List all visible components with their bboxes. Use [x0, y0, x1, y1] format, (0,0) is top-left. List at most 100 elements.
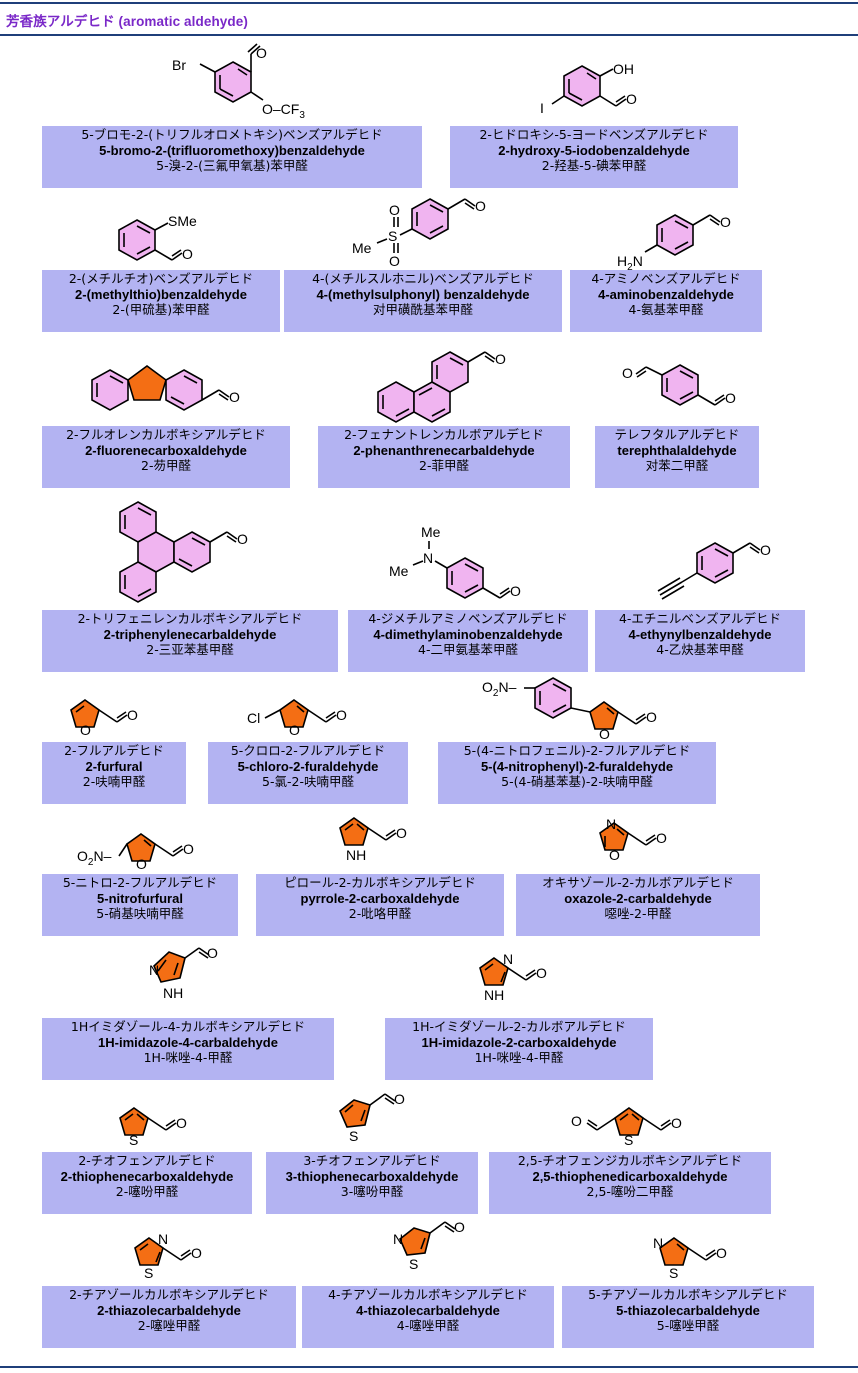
- compound-label: 2-フェナントレンカルボアルデヒド 2-phenanthrenecarbalde…: [318, 426, 570, 488]
- structure-terephthalaldehyde: O O: [622, 364, 736, 406]
- compound-label: オキサゾール-2-カルボアルデヒド oxazole-2-carbaldehyde…: [516, 874, 760, 936]
- structure-thiophene-2-carboxaldehyde: S O: [119, 1107, 187, 1148]
- atom-Cl: Cl: [247, 710, 260, 726]
- thiophene-ring: [119, 1107, 149, 1136]
- five-ring: [127, 365, 167, 401]
- structure-thiazole-4-carbaldehyde: O N S: [393, 1219, 465, 1272]
- compound-label: 1H-イミダゾール-2-カルボアルデヒド 1H-imidazole-2-carb…: [385, 1018, 653, 1080]
- structure-ethynylbenzaldehyde: O: [657, 542, 771, 600]
- atom-O: O: [571, 1113, 582, 1129]
- compound-label: 2-(メチルチオ)ベンズアルデヒド 2-(methylthio)benzalde…: [42, 270, 280, 332]
- atom-N: N: [606, 816, 616, 832]
- structure-bromo-trifluoromethoxy-benzaldehyde: O Br O–CF3: [172, 43, 305, 121]
- compound-label: 2-フルアルデヒド 2-furfural 2-呋喃甲醛: [42, 742, 186, 804]
- structure-chloro-furaldehyde: Cl O O: [247, 699, 347, 738]
- atom-NO2: O2N–: [77, 848, 112, 868]
- atom-N: N: [423, 550, 433, 566]
- compound-label: 4-アミノベンズアルデヒド 4-aminobenzaldehyde 4-氨基苯甲…: [570, 270, 762, 332]
- atom-O: O: [256, 45, 267, 61]
- atom-O: O: [191, 1245, 202, 1261]
- imidazole-ring: [479, 957, 509, 986]
- atom-S: S: [349, 1128, 358, 1144]
- atom-O: O: [622, 365, 633, 381]
- structure-thiazole-5-carbaldehyde: N S O: [653, 1235, 727, 1281]
- structure-nitrophenyl-furaldehyde: O2N– O O: [482, 677, 657, 742]
- atom-SMe: SMe: [168, 213, 197, 229]
- structure-nitrofurfural: O2N– O O: [77, 833, 194, 872]
- compound-label: 5-ニトロ-2-フルアルデヒド 5-nitrofurfural 5-硝基呋喃甲醛: [42, 874, 238, 936]
- atom-O: O: [609, 847, 620, 863]
- atom-O: O: [510, 583, 521, 599]
- structure-thiophene-3-carboxaldehyde: O S: [339, 1091, 405, 1144]
- structure-furfural: O O: [70, 699, 138, 738]
- atom-O: O: [536, 965, 547, 981]
- compound-label: テレフタルアルデヒド terephthalaldehyde 对苯二甲醛: [595, 426, 759, 488]
- compound-label: 2-チアゾールカルボキシアルデヒド 2-thiazolecarbaldehyde…: [42, 1286, 296, 1348]
- structure-thiophene-dicarboxaldehyde: O S O: [571, 1107, 682, 1148]
- atom-S: S: [144, 1265, 153, 1281]
- atom-NH: NH: [346, 847, 366, 863]
- structure-aminobenzaldehyde: O H2N: [617, 214, 731, 273]
- furan-ring: [279, 699, 309, 728]
- compound-label: 2,5-チオフェンジカルボキシアルデヒド 2,5-thiophenedicarb…: [489, 1152, 771, 1214]
- thiophene-ring: [339, 1099, 371, 1128]
- compound-label: 4-ジメチルアミノベンズアルデヒド 4-dimethylaminobenzald…: [348, 610, 588, 672]
- atom-O: O: [760, 542, 771, 558]
- structure-dimethylaminobenzaldehyde: Me N Me O: [389, 524, 521, 599]
- atom-O: O: [720, 214, 731, 230]
- atom-O: O: [495, 351, 506, 367]
- atom-S: S: [409, 1256, 418, 1272]
- atom-I: I: [540, 100, 544, 116]
- atom-S: S: [624, 1132, 633, 1148]
- atom-O: O: [229, 389, 240, 405]
- compound-label: 3-チオフェンアルデヒド 3-thiophenecarboxaldehyde 3…: [266, 1152, 478, 1214]
- atom-O: O: [454, 1219, 465, 1235]
- compound-label: 2-チオフェンアルデヒド 2-thiophenecarboxaldehyde 2…: [42, 1152, 252, 1214]
- title-underline: [0, 34, 858, 36]
- atom-O: O: [237, 531, 248, 547]
- compound-label: 5-(4-ニトロフェニル)-2-フルアルデヒド 5-(4-nitrophenyl…: [438, 742, 716, 804]
- atom-S: S: [669, 1265, 678, 1281]
- compound-label: 2-フルオレンカルボキシアルデヒド 2-fluorenecarboxaldehy…: [42, 426, 290, 488]
- pyrrole-ring: [339, 817, 369, 846]
- atom-O: O: [336, 707, 347, 723]
- compound-label: 4-チアゾールカルボキシアルデヒド 4-thiazolecarbaldehyde…: [302, 1286, 554, 1348]
- atom-NH: NH: [484, 987, 504, 1003]
- thiophene-ring: [614, 1107, 644, 1136]
- atom-O: O: [183, 841, 194, 857]
- structure-methylsulfonyl-benzaldehyde: O S O O Me: [352, 198, 486, 269]
- atom-N: N: [158, 1231, 168, 1247]
- atom-O: O: [716, 1245, 727, 1261]
- thiazole-ring: [659, 1237, 689, 1266]
- atom-S: S: [388, 228, 397, 244]
- atom-N: N: [503, 951, 513, 967]
- imidazole-ring: [153, 951, 186, 983]
- atom-O: O: [182, 246, 193, 262]
- structure-oxazole-carbaldehyde: N O O: [599, 816, 667, 863]
- atom-O: O: [599, 726, 610, 742]
- atom-NH: NH: [163, 985, 183, 1001]
- atom-O: O: [394, 1091, 405, 1107]
- compound-label: 4-エチニルベンズアルデヒド 4-ethynylbenzaldehyde 4-乙…: [595, 610, 805, 672]
- atom-N: N: [393, 1231, 403, 1247]
- atom-O: O: [289, 722, 300, 738]
- compound-label: 5-ブロモ-2-(トリフルオロメトキシ)ベンズアルデヒド 5-bromo-2-(…: [42, 126, 422, 188]
- thiazole-ring: [134, 1237, 164, 1266]
- structure-imidazole-2-carboxaldehyde: N NH O: [479, 951, 547, 1003]
- atom-OCF3: O–CF3: [262, 101, 305, 121]
- page-title: 芳香族アルデヒド (aromatic aldehyde): [6, 14, 248, 29]
- atom-O: O: [626, 91, 637, 107]
- bottom-rule: [0, 1366, 858, 1368]
- atom-O: O: [396, 825, 407, 841]
- structure-hydroxy-iodobenzaldehyde: OH O I: [540, 61, 637, 116]
- atom-O: O: [389, 253, 400, 269]
- compound-label: 5-クロロ-2-フルアルデヒド 5-chloro-2-furaldehyde 5…: [208, 742, 408, 804]
- top-rule: [0, 2, 858, 4]
- atom-Me: Me: [352, 240, 372, 256]
- thiazole-ring: [399, 1227, 431, 1256]
- structure-methylthio-benzaldehyde: SMe O: [118, 213, 197, 262]
- structure-thiazole-2-carbaldehyde: N S O: [134, 1231, 202, 1281]
- atom-N: N: [149, 962, 159, 978]
- atom-O: O: [671, 1115, 682, 1131]
- compound-label: 1Hイミダゾール-4-カルボキシアルデヒド 1H-imidazole-4-car…: [42, 1018, 334, 1080]
